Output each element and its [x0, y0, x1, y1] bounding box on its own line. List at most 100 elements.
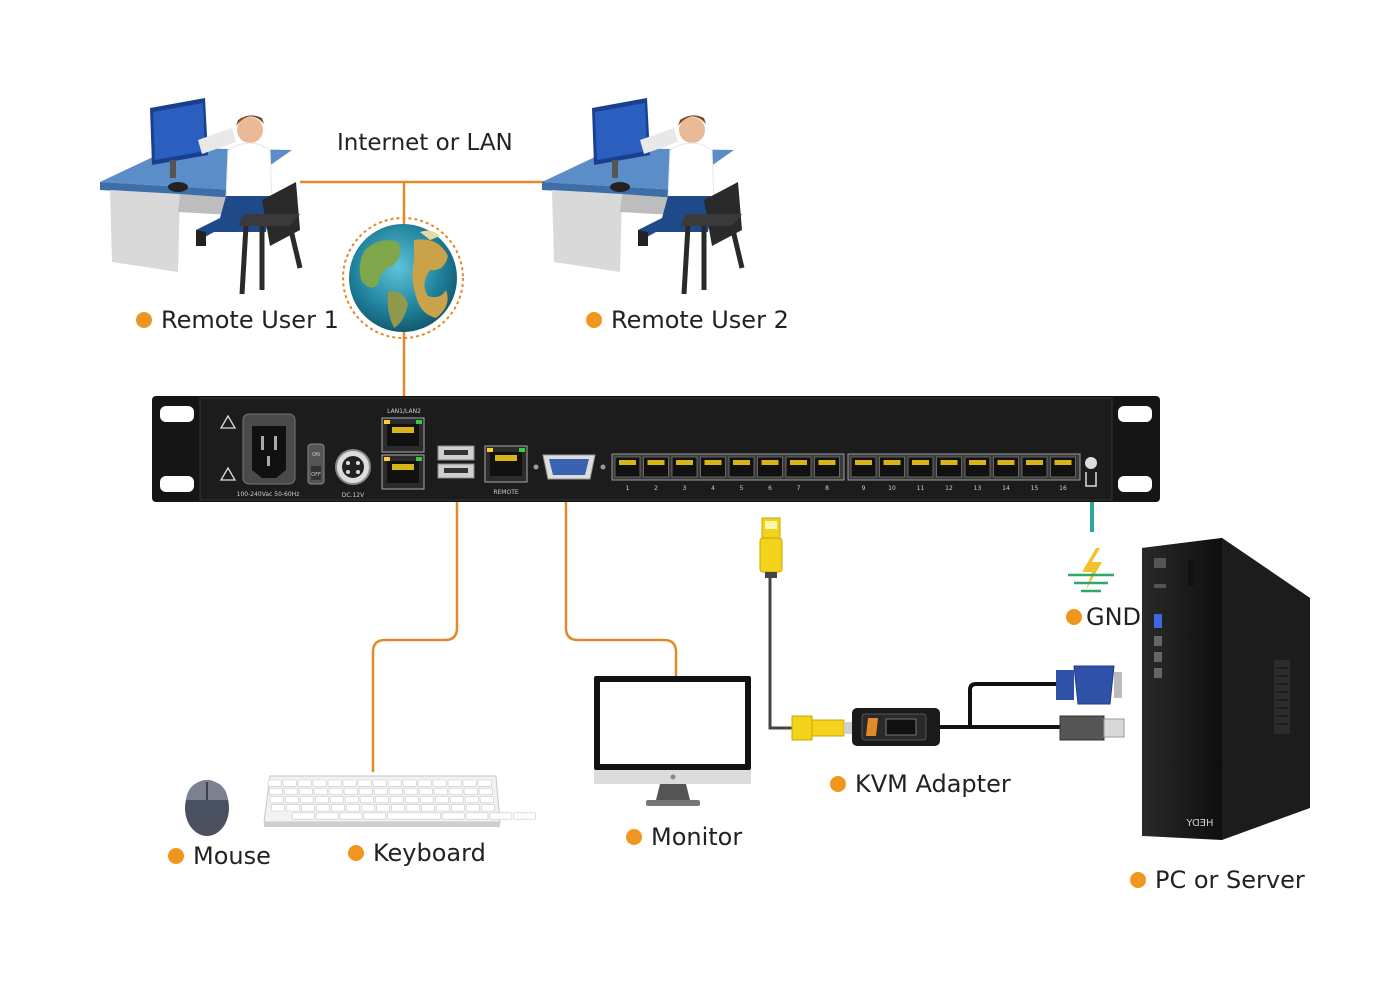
keyboard-key [270, 804, 285, 812]
gnd-text: GND [1086, 603, 1142, 631]
keyboard-key [489, 812, 513, 820]
keyboard-key [419, 796, 434, 804]
bullet-icon [348, 845, 364, 861]
keyboard-key [513, 812, 536, 820]
port-number-label: 4 [711, 485, 715, 492]
keyboard-key [450, 804, 465, 812]
globe-icon [342, 217, 464, 339]
port-number-label: 14 [1002, 485, 1010, 492]
keyboard-key [283, 787, 298, 795]
monitor-icon [594, 676, 751, 806]
keyboard-key [282, 779, 297, 787]
keyboard-key [298, 787, 313, 795]
keyboard-key [390, 804, 405, 812]
keyboard-key [315, 812, 339, 820]
keyboard-key [418, 787, 433, 795]
lan-label-text: LAN1/LAN2 [387, 408, 421, 415]
keyboard-key [284, 796, 299, 804]
keyboard-key [359, 796, 374, 804]
bullet-icon [830, 776, 846, 792]
keyboard-key [387, 779, 402, 787]
keyboard-key [387, 812, 441, 820]
keyboard-key [435, 804, 450, 812]
keyboard-key [313, 787, 328, 795]
remote-user-1-workstation [100, 98, 303, 295]
keyboard-key [328, 787, 343, 795]
keyboard-key [312, 779, 327, 787]
remote-user-1-label: Remote User 1 [136, 306, 339, 334]
keyboard-key [292, 812, 315, 820]
keyboard-key [478, 787, 493, 795]
keyboard-key [449, 796, 464, 804]
keyboard-key [373, 787, 388, 795]
mouse-icon [185, 780, 229, 836]
rack-ear-hole [1118, 476, 1152, 492]
keyboard-key [343, 787, 358, 795]
computer-port-16 [1050, 456, 1076, 478]
gnd-label: GND [1066, 603, 1141, 631]
keyboard-key [417, 779, 432, 787]
keyboard-key [267, 779, 282, 787]
bullet-icon [626, 829, 642, 845]
keyboard-key [432, 779, 447, 787]
keyboard-key [339, 812, 363, 820]
ground-terminal [1085, 457, 1097, 469]
keyboard-key [389, 796, 404, 804]
computer-port-14 [993, 456, 1019, 478]
keyboard-key [465, 804, 480, 812]
port-number-label: 16 [1059, 485, 1067, 492]
keyboard-key [372, 779, 387, 787]
dc-label-text: DC.12V [342, 492, 365, 499]
remote-user-1-text: Remote User 1 [161, 306, 339, 334]
monitor-label: Monitor [626, 823, 742, 851]
bullet-icon [168, 848, 184, 864]
computer-port-9 [850, 456, 877, 478]
keyboard-key [434, 796, 449, 804]
keyboard-key [315, 804, 330, 812]
switch-on-text: ON [312, 452, 320, 458]
keyboard-key [342, 779, 357, 787]
computer-port-8 [814, 456, 840, 478]
port-number-label: 1 [626, 485, 630, 492]
port-number-label: 9 [862, 485, 866, 492]
port-number-label: 15 [1031, 485, 1039, 492]
keyboard-key [405, 804, 420, 812]
adapter-cable [768, 575, 796, 730]
keyboard-key [300, 804, 315, 812]
keyboard-key [360, 804, 375, 812]
port-number-label: 8 [825, 485, 829, 492]
keyboard-key [403, 787, 418, 795]
port-number-label: 11 [917, 485, 925, 492]
keyboard-key [329, 796, 344, 804]
keyboard-key [464, 796, 479, 804]
keyboard-cable [371, 502, 459, 772]
kvm-adapter-text: KVM Adapter [855, 770, 1011, 798]
warning-icon [219, 466, 237, 481]
keyboard-key [480, 804, 495, 812]
keyboard-key [344, 796, 359, 804]
keyboard-key [433, 787, 448, 795]
keyboard-key [479, 796, 494, 804]
keyboard-key [345, 804, 360, 812]
keyboard-key [358, 787, 373, 795]
ground-icon [1068, 548, 1114, 593]
remote-user-2-workstation [542, 98, 745, 295]
port-number-label: 7 [797, 485, 801, 492]
network-label: Internet or LAN [337, 130, 513, 156]
keyboard-key [477, 779, 492, 787]
port-number-label: 3 [683, 485, 687, 492]
mouse-label: Mouse [168, 842, 271, 870]
keyboard-key [314, 796, 329, 804]
keyboard-key [375, 804, 390, 812]
bullet-icon [1130, 872, 1146, 888]
keyboard-key [327, 779, 342, 787]
remote-user-2-text: Remote User 2 [611, 306, 789, 334]
kvm-adapter-device [791, 665, 1125, 746]
keyboard-key [420, 804, 435, 812]
keyboard-key [463, 787, 478, 795]
pc-server-text: PC or Server [1155, 866, 1305, 894]
keyboard-key [363, 812, 387, 820]
rack-ear-hole [1118, 406, 1152, 422]
